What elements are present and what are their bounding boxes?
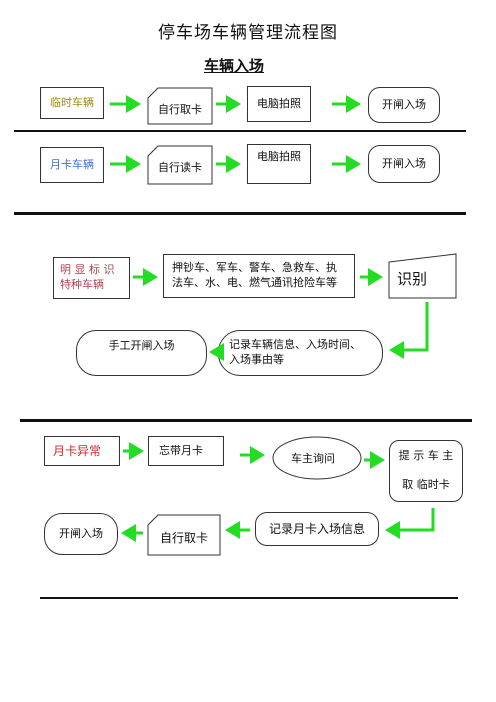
section-subtitle: 车辆入场 [204, 57, 265, 75]
page-title: 停车场车辆管理流程图 [158, 23, 338, 43]
open-gate-node-3: 开闸入场 [44, 513, 118, 555]
month-card-node: 月卡车辆 [40, 147, 104, 183]
ask-ellipse [272, 436, 362, 480]
record-card-node: 记录月卡入场信息 [255, 512, 379, 546]
identify-label: 识别 [397, 270, 427, 288]
read-card-label: 自行读卡 [158, 160, 202, 174]
temp-vehicle-node: 临时车辆 [40, 87, 104, 119]
prompt-owner-label: 提 示 车 主 取 临时卡 [398, 448, 454, 492]
open-gate-label-1: 开闸入场 [382, 97, 426, 111]
photo-label-2: 电脑拍照 [257, 149, 301, 163]
temp-vehicle-label: 临时车辆 [50, 95, 94, 109]
divider-1 [14, 130, 466, 132]
arrow-s3-4 [385, 508, 435, 539]
forgot-card-label: 忘带月卡 [159, 443, 203, 457]
manual-gate-node: 手工开闸入场 [76, 330, 207, 376]
special-vehicle-label: 明 显 标 识 特种车辆 [60, 263, 115, 291]
divider-2 [14, 212, 466, 215]
divider-4 [40, 597, 458, 599]
manual-gate-label: 手工开闸入场 [108, 339, 175, 352]
card-abnormal-node: 月卡异常 [44, 436, 120, 466]
take-card-label-2: 自行取卡 [159, 530, 208, 545]
take-card-label: 自行取卡 [158, 102, 202, 116]
arrow-s2-3 [389, 302, 429, 359]
record-info-label: 记录车辆信息、入场时间、 入场事由等 [229, 338, 361, 366]
ask-label: 车主询问 [291, 451, 335, 465]
divider-3 [20, 419, 472, 422]
month-card-label: 月卡车辆 [50, 157, 94, 171]
vehicle-types-label: 押钞车、军车、警车、急救车、执 法车、水、电、燃气通讯抢险车等 [172, 261, 337, 289]
open-gate-node-2: 开闸入场 [368, 145, 440, 183]
identify-shape [388, 253, 457, 299]
take-card-node: 自行取卡 [148, 88, 212, 124]
open-gate-label-3: 开闸入场 [59, 526, 103, 540]
photo-node-1: 电脑拍照 [247, 86, 311, 122]
read-card-node: 自行读卡 [148, 146, 212, 184]
photo-label-1: 电脑拍照 [257, 96, 301, 110]
card-abnormal-label: 月卡异常 [53, 443, 102, 458]
record-info-node: 记录车辆信息、入场时间、 入场事由等 [218, 330, 383, 376]
open-gate-label-2: 开闸入场 [382, 156, 426, 170]
special-vehicle-node: 明 显 标 识 特种车辆 [53, 257, 130, 299]
prompt-owner-node: 提 示 车 主 取 临时卡 [389, 440, 463, 502]
open-gate-node-1: 开闸入场 [368, 87, 440, 123]
record-card-label: 记录月卡入场信息 [268, 521, 365, 536]
forgot-card-node: 忘带月卡 [148, 436, 224, 466]
vehicle-types-node: 押钞车、军车、警车、急救车、执 法车、水、电、燃气通讯抢险车等 [163, 254, 355, 298]
photo-node-2: 电脑拍照 [247, 144, 311, 184]
take-card-node-2: 自行取卡 [148, 515, 220, 555]
